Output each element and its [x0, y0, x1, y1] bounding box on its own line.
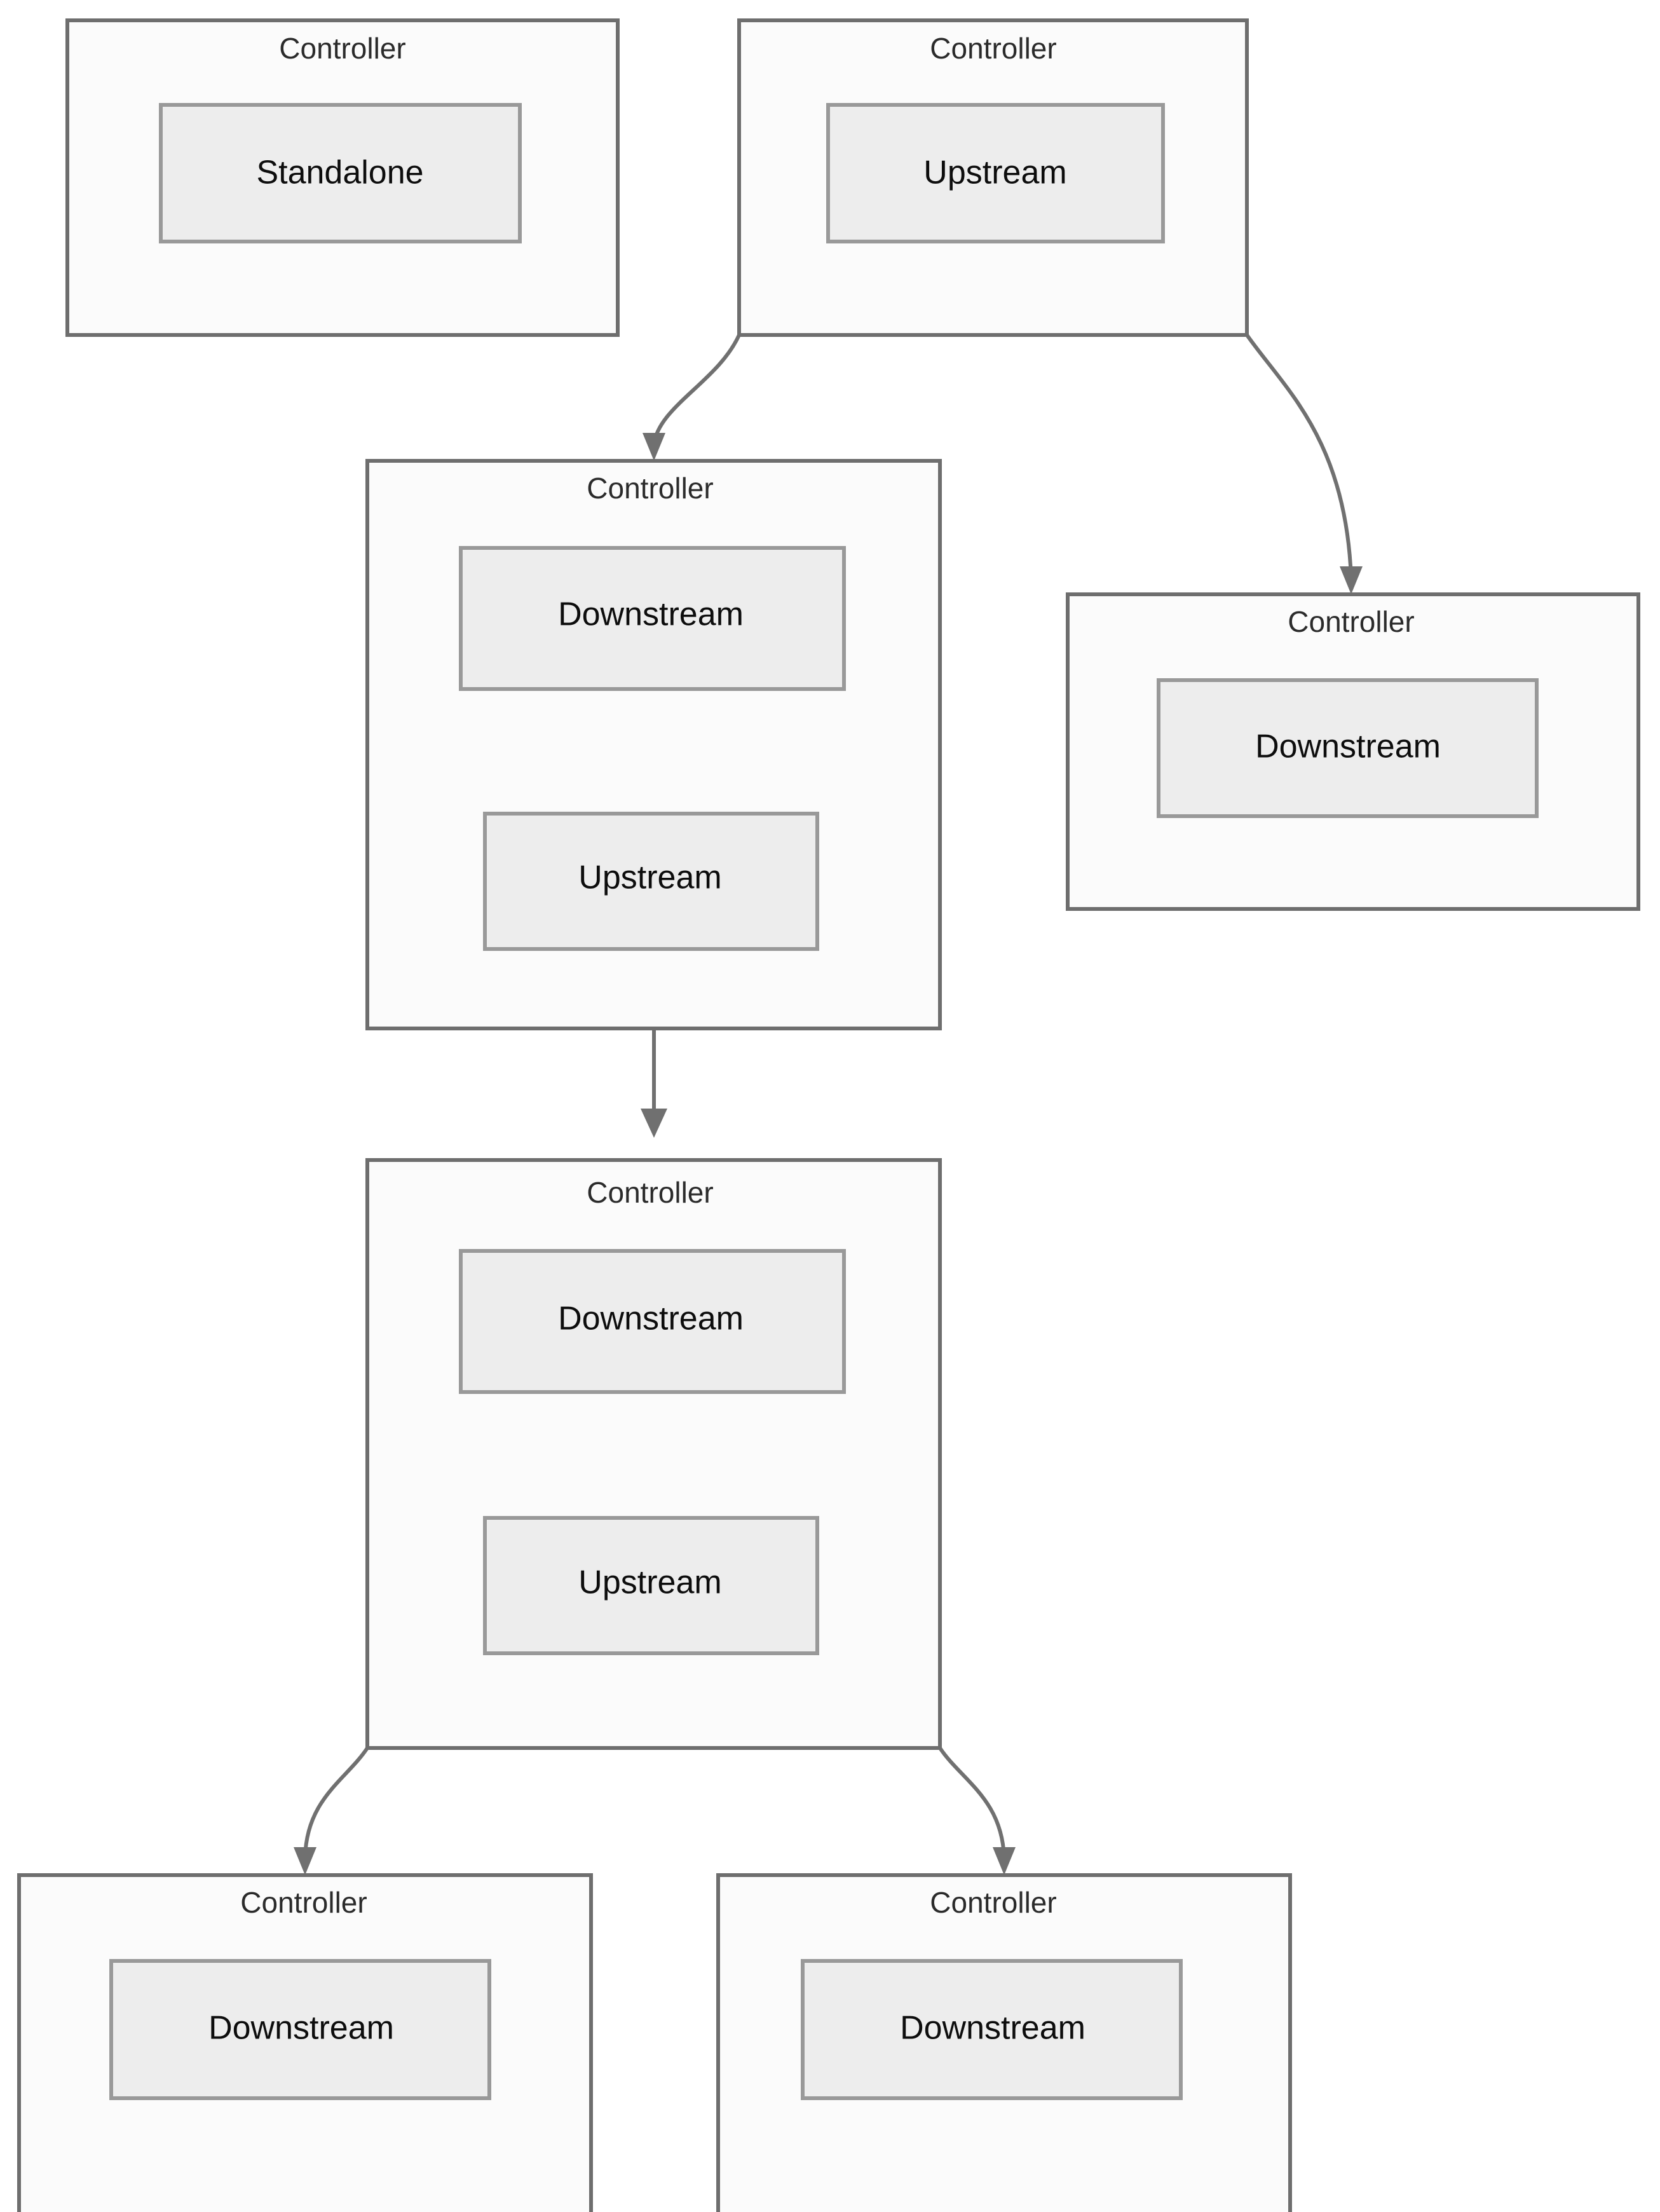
- role-label-downstream: Downstream: [208, 2010, 394, 2047]
- controller-title: Controller: [279, 32, 405, 65]
- controller-title: Controller: [240, 1886, 367, 1919]
- edge-mid2-to-leafright: [938, 1747, 1016, 1875]
- role-box-downstream[interactable]: [459, 546, 846, 691]
- role-label-upstream: Upstream: [578, 1564, 721, 1601]
- edge-root-to-right-arrowhead: [1340, 566, 1363, 594]
- node-controller-leaf-right[interactable]: Controller Downstream: [716, 1873, 1292, 2212]
- role-box-upstream[interactable]: [483, 812, 819, 951]
- controller-title: Controller: [1288, 605, 1414, 638]
- edge-mid2-to-leafleft-path: [303, 1747, 369, 1860]
- node-controller-mid-2[interactable]: Controller Downstream Upstream: [365, 1158, 942, 1750]
- role-box-downstream[interactable]: [1157, 678, 1539, 818]
- edge-mid2-to-leafleft-arrowhead: [294, 1847, 316, 1875]
- role-label-downstream: Downstream: [558, 1301, 744, 1337]
- edge-root-to-mid1: [643, 334, 741, 461]
- edge-root-to-mid1-arrowhead: [643, 433, 665, 461]
- role-box-downstream[interactable]: [801, 1959, 1183, 2100]
- role-label-downstream: Downstream: [1255, 728, 1441, 765]
- role-box-downstream[interactable]: [459, 1249, 846, 1394]
- node-controller-leaf-left[interactable]: Controller Downstream: [17, 1873, 593, 2212]
- edge-root-to-mid1-path: [652, 334, 741, 446]
- role-label-standalone: Standalone: [256, 154, 423, 191]
- edge-mid2-to-leafleft: [294, 1747, 369, 1875]
- controller-title: Controller: [587, 1176, 713, 1209]
- role-box-standalone[interactable]: [159, 103, 522, 243]
- node-controller-standalone[interactable]: Controller Standalone: [65, 18, 620, 337]
- edge-layer: [294, 334, 1363, 1875]
- role-box-upstream[interactable]: [483, 1516, 819, 1655]
- edge-root-to-right: [1245, 334, 1363, 594]
- role-label-upstream: Upstream: [923, 154, 1066, 191]
- role-label-upstream: Upstream: [578, 859, 721, 896]
- node-controller-root-upstream[interactable]: Controller Upstream: [737, 18, 1249, 337]
- controller-boundary[interactable]: [365, 1158, 942, 1750]
- role-box-downstream[interactable]: [109, 1959, 491, 2100]
- edge-mid1-to-mid2-arrowhead: [641, 1109, 667, 1138]
- edge-mid2-to-leafright-path: [938, 1747, 1006, 1860]
- role-box-upstream[interactable]: [826, 103, 1165, 243]
- edge-root-to-right-path: [1245, 334, 1353, 579]
- controller-title: Controller: [930, 32, 1056, 65]
- node-controller-right-downstream[interactable]: Controller Downstream: [1066, 592, 1640, 911]
- edge-mid1-to-mid2: [641, 1028, 667, 1138]
- node-controller-mid-1[interactable]: Controller Downstream Upstream: [365, 459, 942, 1030]
- controller-title: Controller: [930, 1886, 1056, 1919]
- edge-mid2-to-leafright-arrowhead: [993, 1847, 1016, 1875]
- role-label-downstream: Downstream: [900, 2010, 1085, 2047]
- role-label-downstream: Downstream: [558, 596, 744, 633]
- controller-title: Controller: [587, 472, 713, 505]
